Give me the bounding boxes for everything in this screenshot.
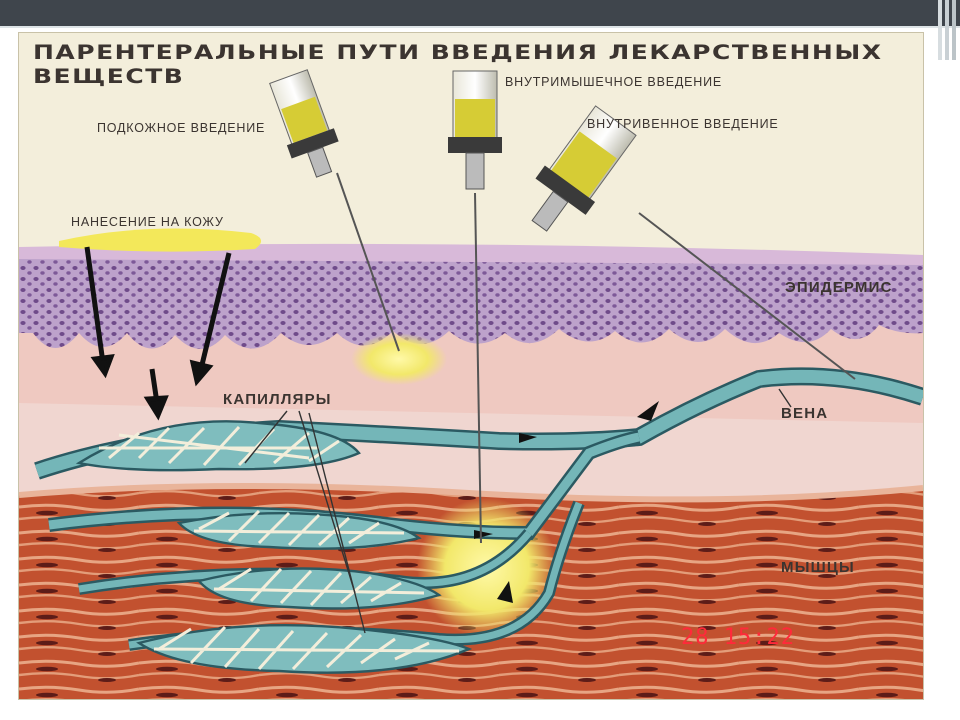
label-muscles: МЫШЦЫ xyxy=(781,559,855,576)
poster-illustration xyxy=(19,69,923,699)
skin-application-spot xyxy=(59,228,262,252)
vein-pointer-line xyxy=(778,388,792,408)
label-skin-application: НАНЕСЕНИЕ НА КОЖУ xyxy=(71,215,224,229)
photo-date-stamp: 28 15:22 xyxy=(681,625,795,650)
poster-title-line1: ПАРЕНТЕРАЛЬНЫЕ ПУТИ ВВЕДЕНИЯ ЛЕКАРСТВЕНН… xyxy=(33,41,883,64)
epidermis-layer xyxy=(19,243,923,349)
label-vein: ВЕНА xyxy=(781,405,829,422)
slide-corner-decoration xyxy=(938,0,956,60)
capillary-pointer-lines xyxy=(244,410,366,634)
poster-title-line2: ВЕЩЕСТВ xyxy=(33,65,185,88)
window-top-bar xyxy=(0,0,960,26)
label-subcutaneous: ПОДКОЖНОЕ ВВЕДЕНИЕ xyxy=(97,121,266,135)
capillary-networks xyxy=(75,420,473,674)
label-intravenous: ВНУТРИВЕННОЕ ВВЕДЕНИЕ xyxy=(587,117,779,131)
anatomy-poster: ПАРЕНТЕРАЛЬНЫЕ ПУТИ ВВЕДЕНИЯ ЛЕКАРСТВЕНН… xyxy=(19,33,923,699)
skin-arrows xyxy=(84,246,232,421)
syringe-intravenous xyxy=(531,105,856,380)
label-capillaries: КАПИЛЛЯРЫ xyxy=(223,391,332,408)
flow-arrows xyxy=(474,401,659,603)
subcutaneous-depot xyxy=(351,333,447,385)
label-epidermis: ЭПИДЕРМИС xyxy=(785,279,893,296)
syringe-intramuscular xyxy=(448,70,502,544)
syringe-subcutaneous xyxy=(269,69,400,352)
label-intramuscular: ВНУТРИМЫШЕЧНОЕ ВВЕДЕНИЕ xyxy=(505,75,722,89)
